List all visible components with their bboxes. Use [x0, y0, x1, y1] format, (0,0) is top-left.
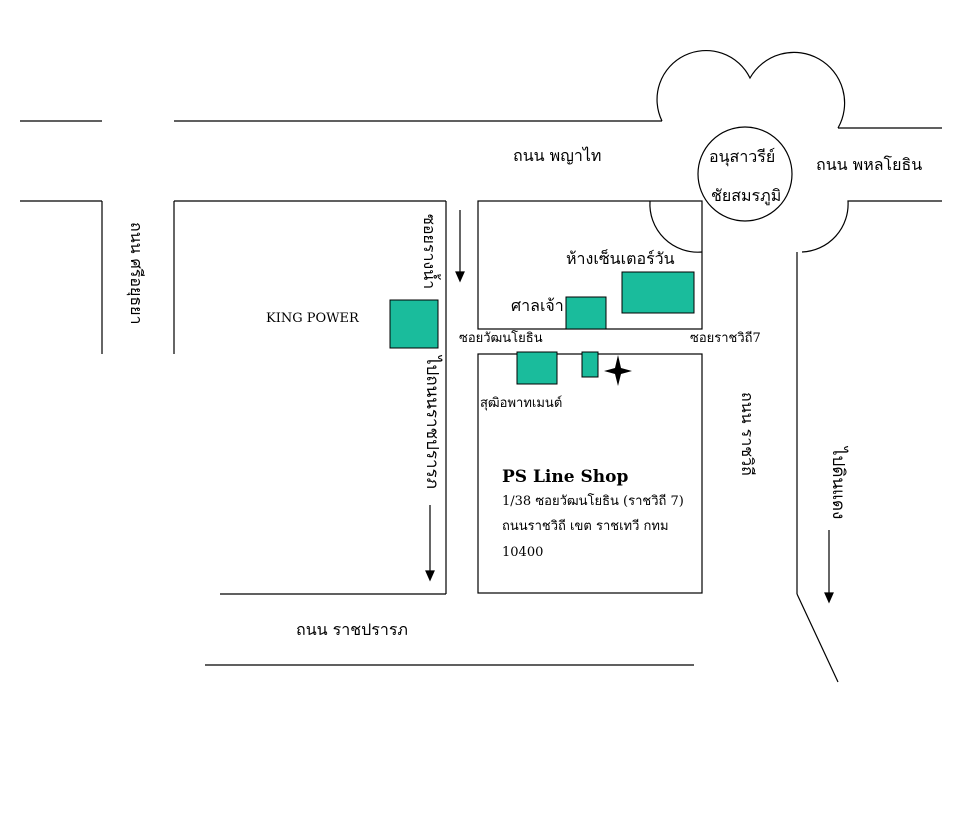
road-label-phaya-thai: ถนน พญาไท — [513, 146, 602, 165]
victory-monument-label-line2: ชัยสมรภูมิ — [711, 186, 782, 205]
victory-monument-circle — [697, 126, 793, 222]
king-power-label: KING POWER — [266, 311, 359, 326]
victory-monument-label-line1: อนุสาวรีย์ — [709, 147, 776, 166]
arrow-head — [455, 271, 465, 283]
road-label-ratchawithi: ถนน ราชวิถี — [738, 392, 757, 476]
road-label-ratchaprarop: ถนน ราชปรารภ — [296, 620, 408, 639]
king-power-building — [389, 299, 439, 349]
road-label-to-ratchaprarop: ไปถนนราชปรารภ — [422, 356, 442, 489]
center-one-label: ห้างเซ็นเตอร์วัน — [566, 249, 675, 268]
shop-name: PS Line Shop — [502, 467, 629, 487]
arrow-head — [824, 592, 834, 604]
shrine-label: ศาลเจ้า — [511, 296, 564, 315]
road-label-soi-watthanayothin: ซอยวัฒนโยธิน — [459, 331, 543, 346]
shop-building — [581, 351, 599, 378]
shop-address-line1: 1/38 ซอยวัฒนโยธิน (ราชวิถี 7) — [502, 494, 684, 509]
apartment-building — [516, 351, 558, 385]
center-one-building — [621, 271, 695, 314]
roundabout-edge — [649, 200, 703, 253]
shrine-building — [565, 296, 607, 330]
road-label-soi-rang-nam: ซอยรางน้ำ — [420, 214, 439, 290]
road-label-si-ayutthaya: ถนน ศรีอยุธยา — [127, 222, 146, 325]
road-label-to-din-daeng: ไปดินแดง — [828, 447, 848, 520]
arrow-head — [425, 570, 435, 582]
roundabout-edge — [801, 200, 942, 253]
road-edge — [796, 593, 839, 683]
road-label-soi-ratchawithi-7: ซอยราชวิถี7 — [690, 331, 761, 346]
shop-address-line2: ถนนราชวิถี เขต ราชเทวี กทม — [502, 519, 669, 534]
roundabout-edge — [656, 49, 846, 129]
apartment-label: สุฒิอพาทเมนต์ — [480, 396, 563, 411]
shop-postcode: 10400 — [502, 545, 544, 560]
road-label-phahon-yothin: ถนน พหลโยธิน — [816, 155, 923, 174]
shop-location-star-icon — [604, 355, 632, 386]
